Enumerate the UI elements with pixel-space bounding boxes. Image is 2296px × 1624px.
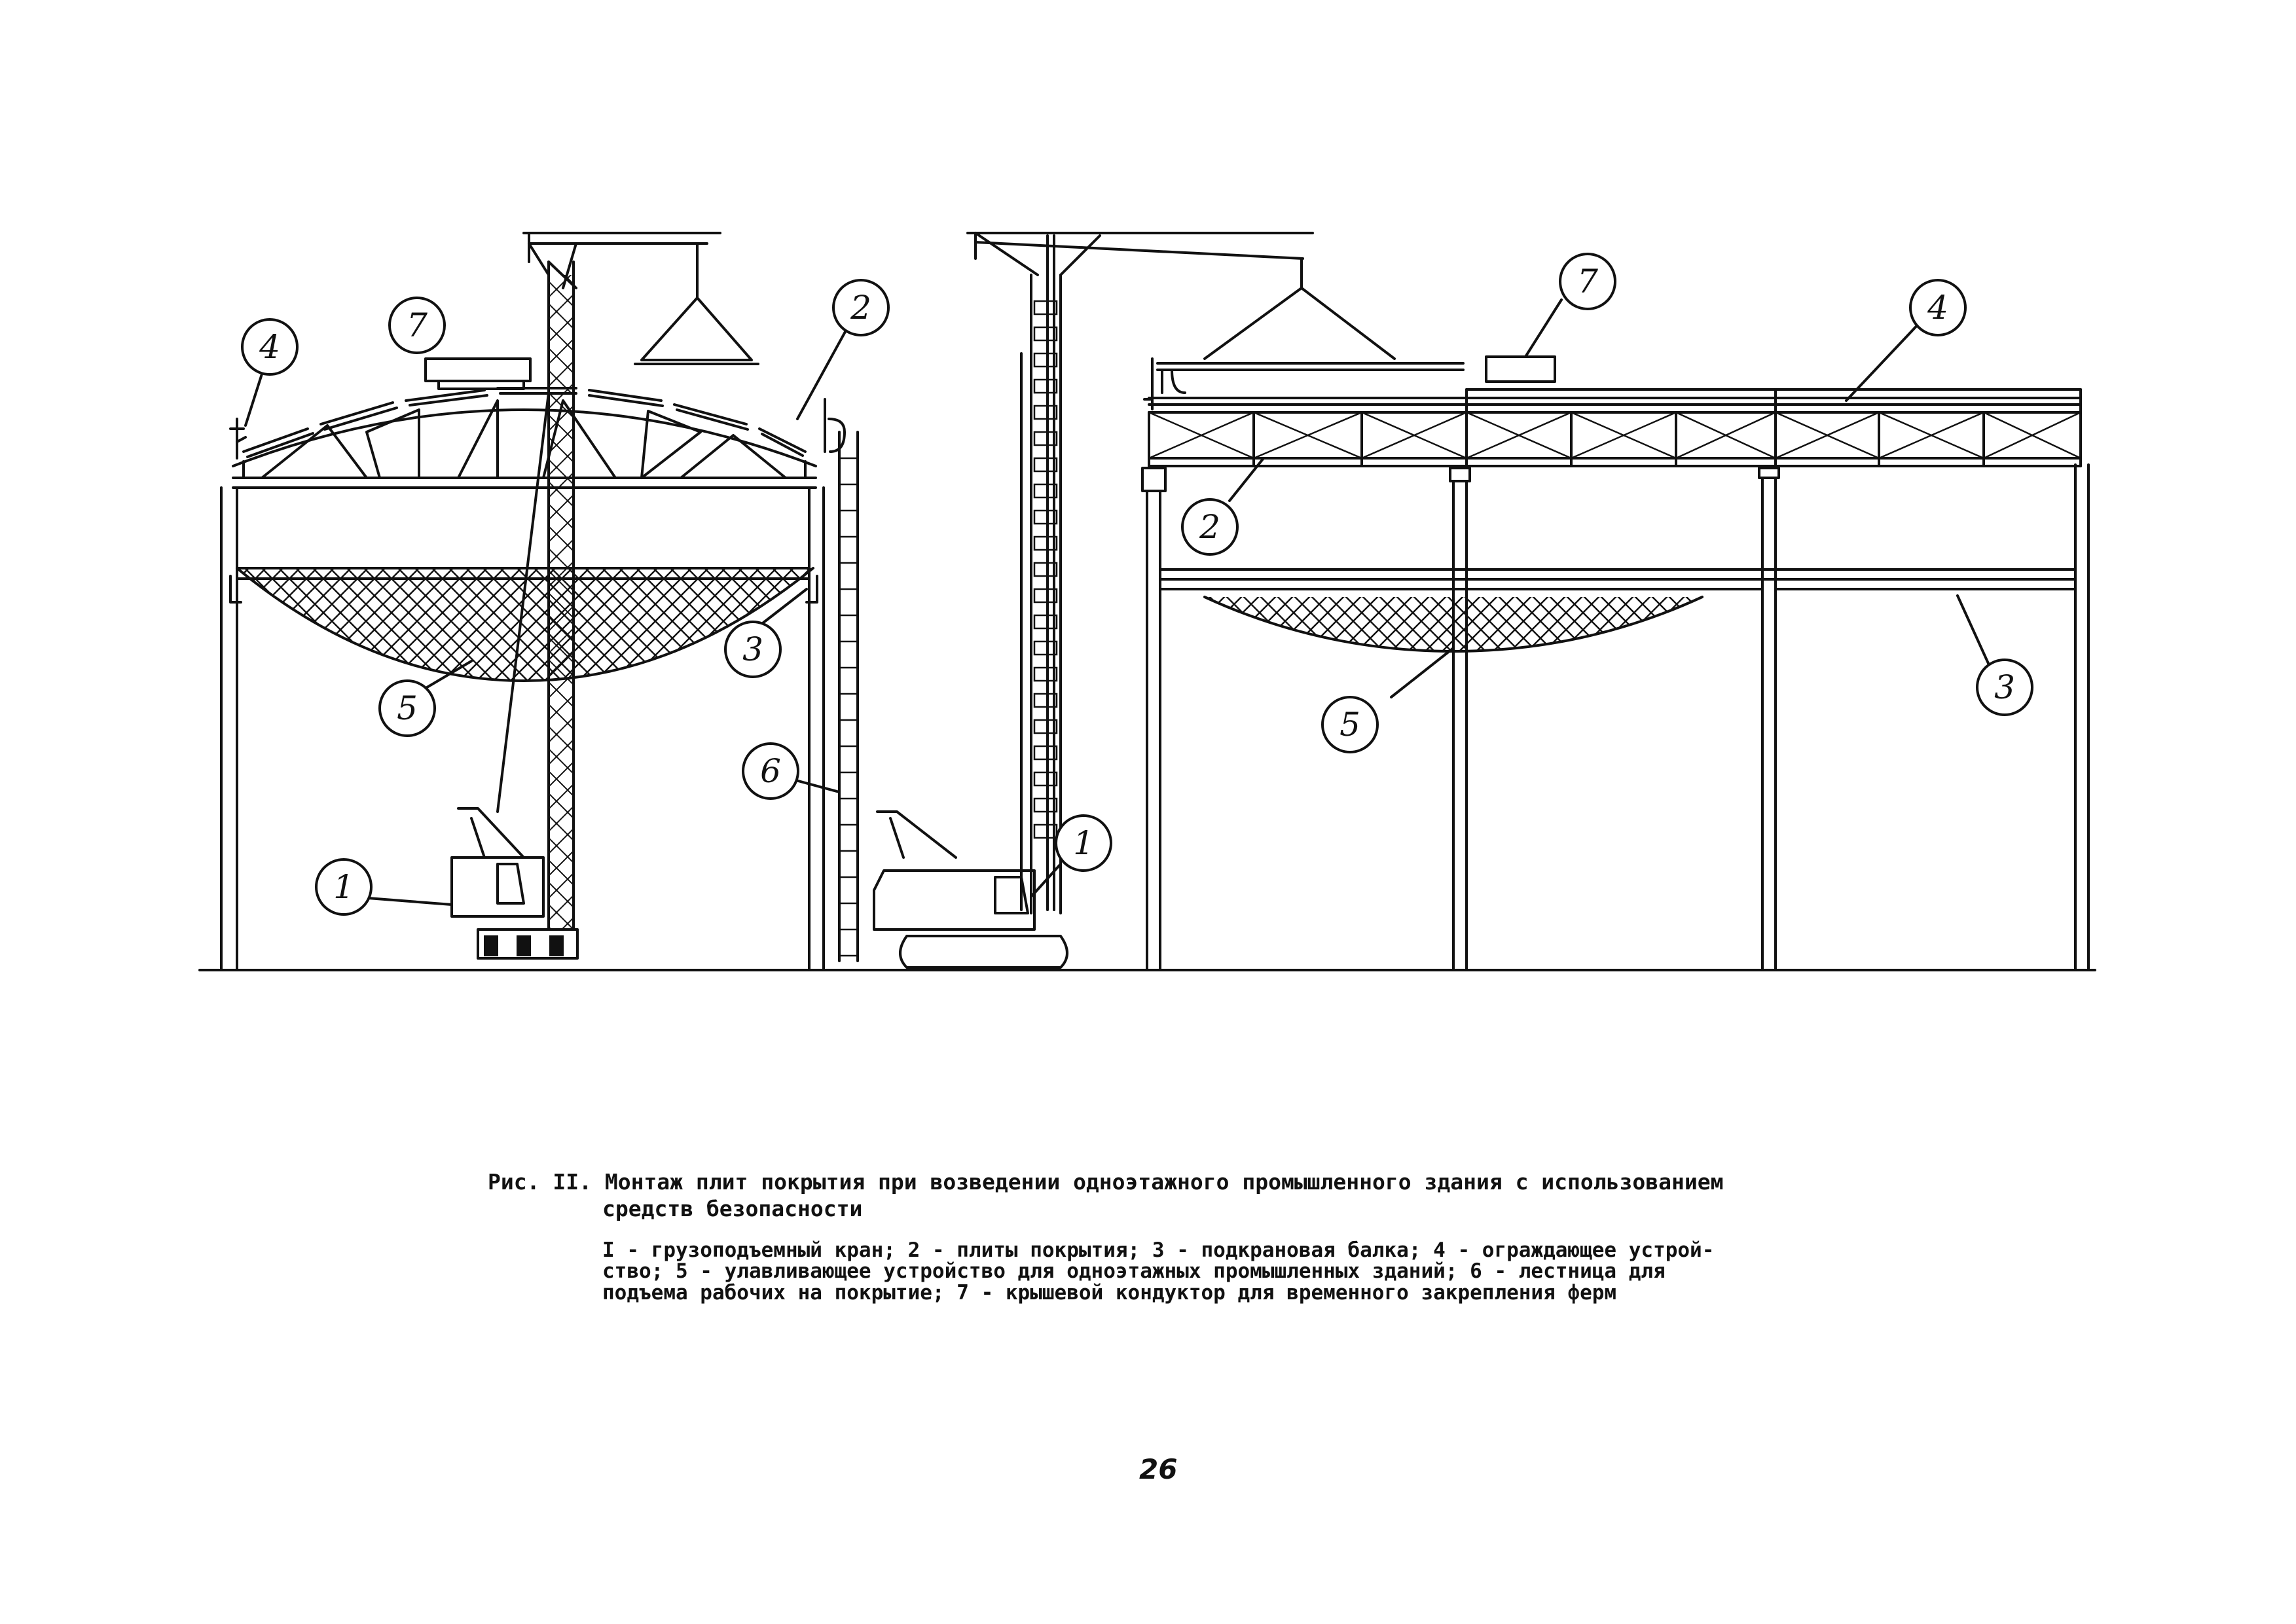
svg-text:4: 4: [1927, 289, 1948, 327]
caption-line-2: средств безопасности: [602, 1196, 863, 1222]
callout-left-net: 5: [378, 679, 436, 737]
caption-title: Рис. II. Монтаж плит покрытия при возвед…: [488, 1168, 1863, 1195]
callout-left-slabs: 2: [832, 279, 890, 336]
svg-text:5: 5: [397, 689, 418, 727]
right-building: [1141, 355, 2090, 971]
caption-line-1: Монтаж плит покрытия при возведении одно…: [604, 1169, 1724, 1195]
callout-right-fence: 4: [1909, 279, 1967, 336]
left-crane: [450, 232, 759, 960]
svg-text:6: 6: [760, 752, 781, 790]
callout-right-beam: 3: [1976, 659, 2033, 716]
right-crane: [873, 232, 1396, 969]
svg-text:2: 2: [1199, 508, 1220, 546]
callout-left-crane: 1: [315, 858, 373, 916]
svg-text:1: 1: [1073, 824, 1094, 862]
svg-text:7: 7: [1577, 262, 1598, 300]
callout-left-conductor: 7: [388, 297, 446, 354]
callout-right-crane: 1: [1055, 814, 1112, 872]
svg-text:5: 5: [1339, 706, 1360, 744]
svg-text:7: 7: [407, 306, 428, 344]
figure-legend: I - грузоподъемный кран; 2 - плиты покры…: [602, 1238, 1863, 1305]
callout-ladder: 6: [742, 742, 799, 800]
figure-caption: Рис. II. Монтаж плит покрытия при возвед…: [488, 1168, 1863, 1303]
technical-drawing: 4 7 2 3 5 1 6 1 7 4 2 5: [198, 232, 2096, 971]
svg-text:4: 4: [259, 328, 280, 366]
svg-text:1: 1: [333, 868, 354, 906]
svg-text:3: 3: [1994, 668, 2015, 706]
callout-left-fence: 4: [241, 318, 299, 376]
callout-right-slabs: 2: [1181, 498, 1239, 556]
svg-text:2: 2: [850, 289, 871, 327]
legend-line: I - грузоподъемный кран; 2 - плиты покры…: [602, 1238, 1715, 1262]
svg-text:3: 3: [742, 630, 763, 668]
legend-line: ство; 5 - улавливающее устройство для од…: [602, 1259, 1666, 1284]
callout-left-beam: 3: [724, 621, 782, 678]
caption-label: Рис. II.: [488, 1169, 592, 1195]
ladder: [838, 431, 859, 962]
page-number: 26: [1139, 1453, 1178, 1485]
callout-right-conductor: 7: [1559, 253, 1616, 310]
callout-right-net: 5: [1321, 696, 1379, 753]
legend-line: подъема рабочих на покрытие; 7 - крышево…: [602, 1280, 1617, 1305]
